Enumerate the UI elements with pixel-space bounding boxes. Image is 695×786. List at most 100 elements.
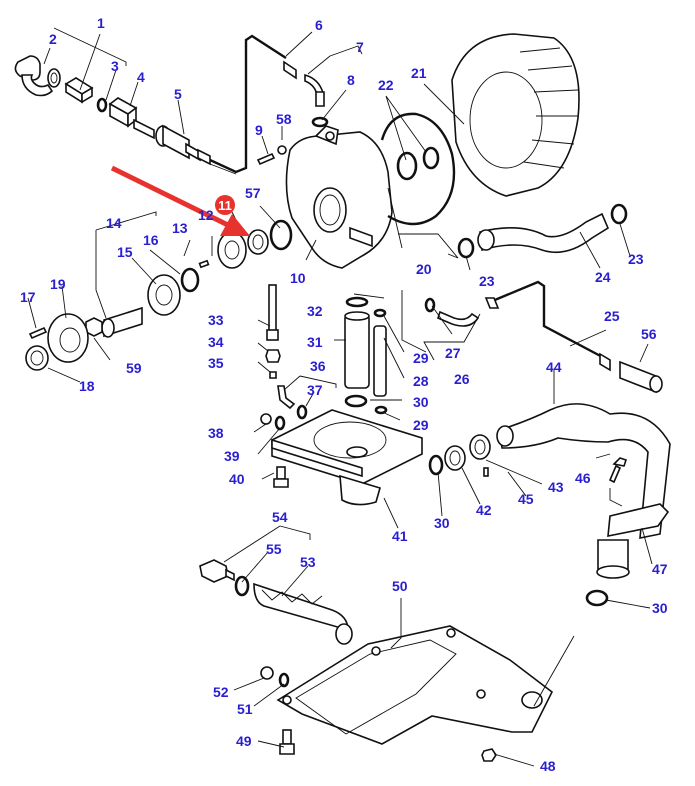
- part-15-bearing: [147, 274, 181, 316]
- callout-40[interactable]: 40: [229, 471, 245, 487]
- part-1-union: [64, 77, 94, 104]
- part-20-gasket: [380, 112, 456, 226]
- callout-34[interactable]: 34: [208, 334, 224, 350]
- callout-59[interactable]: 59: [126, 360, 142, 376]
- callout-21[interactable]: 21: [411, 65, 427, 81]
- part-41-pump-cover: [271, 409, 423, 506]
- callout-8[interactable]: 8: [347, 72, 355, 88]
- callout-2[interactable]: 2: [49, 31, 57, 47]
- callout-39[interactable]: 39: [224, 448, 240, 464]
- callout-17[interactable]: 17: [20, 289, 36, 305]
- callout-43[interactable]: 43: [548, 479, 564, 495]
- callout-41[interactable]: 41: [392, 528, 408, 544]
- callout-45[interactable]: 45: [518, 491, 534, 507]
- callout-labels: 1 2 3 4 5 6 7 8 9 58 57 12 11 13 14 16 1…: [20, 15, 668, 774]
- callout-29-bottom[interactable]: 29: [413, 417, 429, 433]
- callout-53[interactable]: 53: [300, 554, 316, 570]
- part-22-o-ring-small: [422, 146, 440, 170]
- callout-37[interactable]: 37: [307, 382, 323, 398]
- part-30-o-ring-middle: [428, 454, 444, 476]
- callout-9[interactable]: 9: [255, 122, 263, 138]
- part-34-nut: [265, 349, 281, 363]
- callout-30-middle[interactable]: 30: [434, 515, 450, 531]
- callout-58[interactable]: 58: [276, 111, 292, 127]
- part-13-pin: [198, 259, 210, 269]
- callout-22[interactable]: 22: [378, 77, 394, 93]
- callout-3[interactable]: 3: [111, 58, 119, 74]
- callout-31[interactable]: 31: [307, 334, 323, 350]
- part-35-plug: [269, 371, 277, 379]
- callout-54[interactable]: 54: [272, 509, 288, 525]
- part-52-plug: [260, 666, 274, 680]
- callout-35[interactable]: 35: [208, 355, 224, 371]
- part-56-fitting: [619, 360, 663, 394]
- callout-28[interactable]: 28: [413, 373, 429, 389]
- callout-10[interactable]: 10: [290, 270, 306, 286]
- callout-33[interactable]: 33: [208, 312, 224, 328]
- callout-25[interactable]: 25: [604, 308, 620, 324]
- callout-15[interactable]: 15: [117, 244, 133, 260]
- part-36-elbow: [277, 385, 296, 410]
- callout-36[interactable]: 36: [310, 358, 326, 374]
- part-38-plug: [260, 413, 272, 425]
- part-25-pipe: [484, 280, 611, 372]
- part-51-o-ring: [278, 672, 290, 688]
- part-33-bolt: [266, 284, 279, 341]
- part-10-housing: [285, 125, 393, 269]
- part-57-o-ring: [269, 219, 293, 251]
- callout-24[interactable]: 24: [595, 269, 611, 285]
- callout-57[interactable]: 57: [245, 185, 261, 201]
- part-19-flange: [47, 313, 89, 363]
- callout-46[interactable]: 46: [575, 470, 591, 486]
- callout-30-top[interactable]: 30: [413, 394, 429, 410]
- callout-48[interactable]: 48: [540, 758, 556, 774]
- part-46-bolt: [608, 457, 628, 484]
- part-26-elbow: [437, 310, 480, 327]
- part-54-plug: [199, 559, 235, 583]
- callout-7[interactable]: 7: [356, 39, 364, 55]
- callout-42[interactable]: 42: [476, 502, 492, 518]
- callout-51[interactable]: 51: [237, 701, 253, 717]
- callout-20[interactable]: 20: [416, 261, 432, 277]
- callout-6[interactable]: 6: [315, 17, 323, 33]
- callout-5[interactable]: 5: [174, 86, 182, 102]
- callout-49[interactable]: 49: [236, 733, 252, 749]
- part-17-bolt: [28, 326, 48, 340]
- callout-30-lower[interactable]: 30: [652, 600, 668, 616]
- callout-47[interactable]: 47: [652, 561, 668, 577]
- callout-11-badge[interactable]: 11: [215, 195, 235, 215]
- callout-23-left[interactable]: 23: [479, 273, 495, 289]
- callout-18[interactable]: 18: [79, 378, 95, 394]
- part-6-pipe: [209, 34, 297, 175]
- callout-52[interactable]: 52: [213, 684, 229, 700]
- part-14-shaft: [101, 306, 143, 338]
- callout-11[interactable]: 11: [218, 198, 232, 213]
- callout-1[interactable]: 1: [97, 15, 105, 31]
- callout-19[interactable]: 19: [50, 276, 66, 292]
- callout-50[interactable]: 50: [392, 578, 408, 594]
- part-12-bearing: [217, 231, 247, 269]
- callout-13[interactable]: 13: [172, 220, 188, 236]
- callout-29-top[interactable]: 29: [413, 350, 429, 366]
- callout-55[interactable]: 55: [266, 541, 282, 557]
- part-23-o-ring-left: [457, 237, 475, 259]
- callout-26[interactable]: 26: [454, 371, 470, 387]
- callout-56[interactable]: 56: [641, 326, 657, 342]
- callout-44[interactable]: 44: [546, 359, 562, 375]
- part-23-o-ring-right: [610, 203, 628, 225]
- callout-23-right[interactable]: 23: [628, 251, 644, 267]
- callout-14[interactable]: 14: [106, 215, 122, 231]
- callout-32[interactable]: 32: [307, 303, 323, 319]
- part-43-bushing: [469, 434, 491, 460]
- callout-4[interactable]: 4: [137, 69, 145, 85]
- part-53-strainer: [253, 582, 353, 645]
- callout-16[interactable]: 16: [143, 232, 159, 248]
- callout-27[interactable]: 27: [445, 345, 461, 361]
- callout-38[interactable]: 38: [208, 425, 224, 441]
- part-58-washer: [277, 145, 287, 155]
- part-42-bushing: [444, 445, 466, 471]
- part-48-nut: [481, 748, 497, 762]
- part-45-pin: [483, 467, 489, 477]
- callout-12[interactable]: 12: [198, 207, 214, 223]
